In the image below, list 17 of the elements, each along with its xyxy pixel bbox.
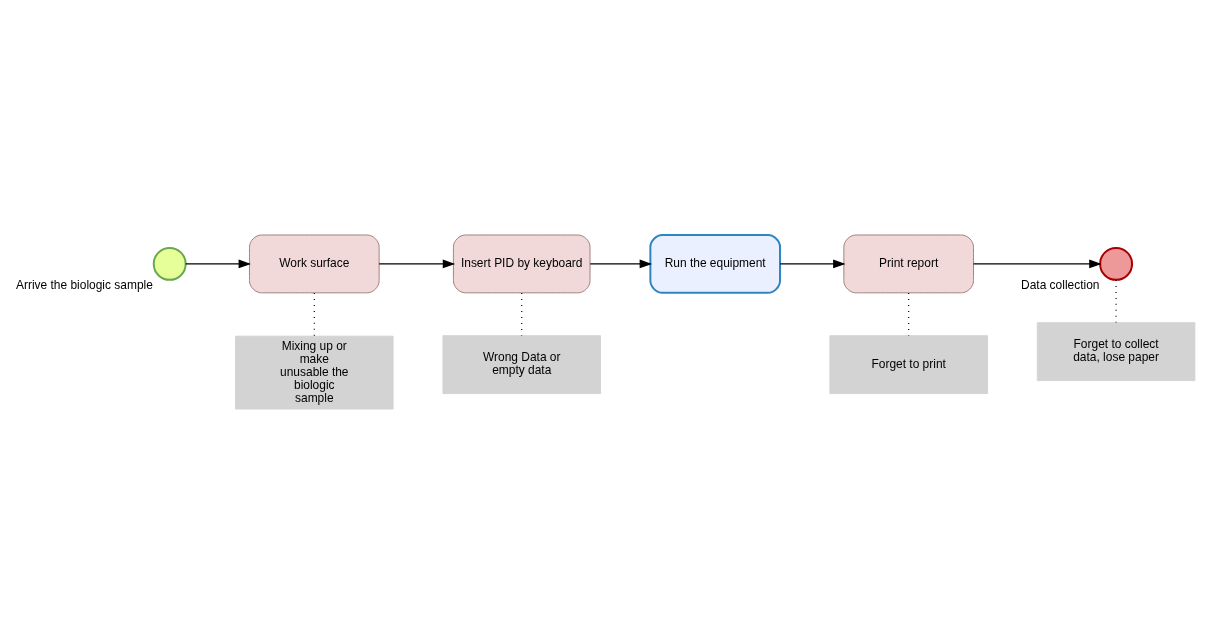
arrow [972, 259, 1102, 268]
arrow [378, 259, 456, 268]
node-label: Data collection [1021, 277, 1100, 292]
node-box: Mixing up or make unusable the biologic sample [235, 335, 394, 409]
node-label: Arrive the biologic sample [15, 277, 153, 292]
node-circle [152, 246, 187, 281]
node-box: Run the equipment [649, 233, 781, 294]
node-box: Forget to print [829, 334, 988, 394]
arrow [779, 259, 846, 268]
node-box: Print report [843, 234, 974, 293]
node-box: Insert PID by keyboard [452, 234, 591, 293]
node-circle [1099, 246, 1134, 281]
arrow [589, 259, 652, 268]
node-box: Forget to collect data, lose paper [1036, 321, 1196, 381]
node-box: Work surface [249, 234, 380, 293]
arrow [185, 259, 251, 268]
node-box: Wrong Data or empty data [442, 334, 601, 394]
